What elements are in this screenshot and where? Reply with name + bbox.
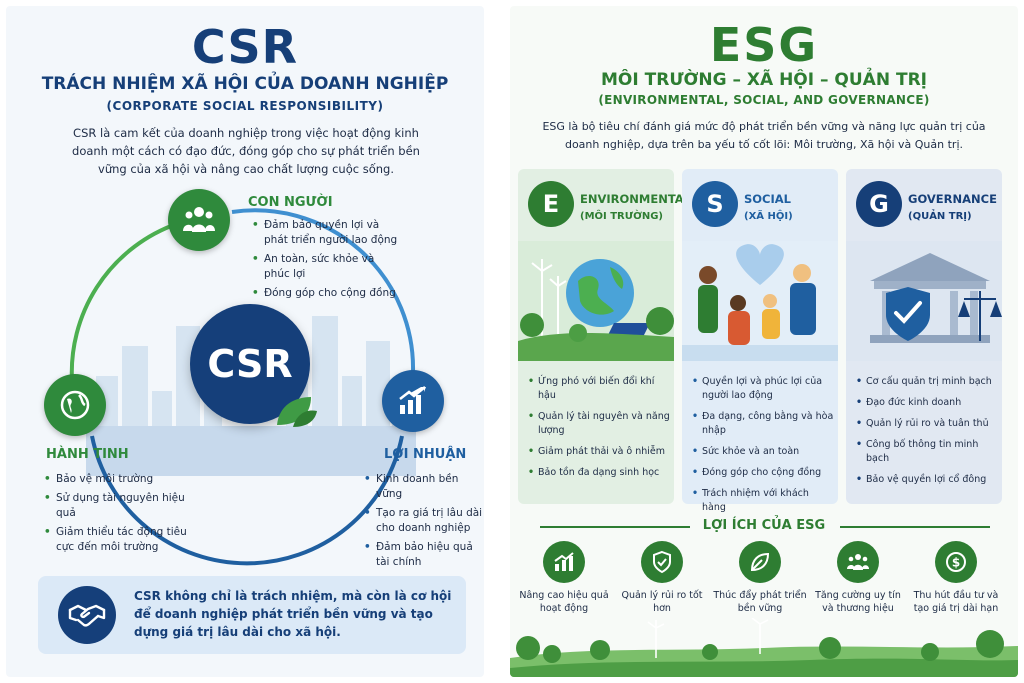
green-landscape-illustration — [510, 618, 1018, 677]
profit-list: Kinh doanh bền vững Tạo ra giá trị lâu d… — [364, 472, 484, 574]
list-item: Bảo vệ quyền lợi cổ đông — [856, 473, 998, 487]
profit-heading: LỢI NHUẬN — [384, 447, 467, 462]
pillar-social: S SOCIAL (XÃ HỘI) Quyền lợi và phúc lợi … — [682, 169, 838, 513]
pillar-environmental: E ENVIRONMENTAL (MÔI TRƯỜNG) — [518, 169, 692, 504]
esg-intro-text: ESG là bộ tiêu chí đánh giá mức độ phát … — [542, 120, 986, 151]
environmental-badge: E — [528, 181, 574, 227]
list-item: Quyền lợi và phúc lợi của người lao động — [692, 375, 834, 403]
list-item: Giảm thiểu tác động tiêu cực đến môi trư… — [44, 525, 194, 555]
leaf-icon — [739, 541, 781, 583]
benefit-item: Tăng cường uy tín và thương hiệu — [810, 541, 906, 615]
bar-chart-icon — [543, 541, 585, 583]
list-item: Tạo ra giá trị lâu dài cho doanh nghiệp — [364, 506, 484, 536]
list-item: Trách nhiệm với khách hàng — [692, 487, 834, 515]
governance-heading: GOVERNANCE (QUẢN TRỊ) — [908, 191, 1002, 225]
planet-heading: HÀNH TINH — [46, 447, 129, 462]
social-list: Quyền lợi và phúc lợi của người lao động… — [692, 375, 834, 522]
environmental-list: Ứng phó với biến đổi khí hậu Quản lý tài… — [528, 375, 670, 487]
pillar-name-vi: (QUẢN TRỊ) — [908, 211, 972, 222]
list-item: Đạo đức kinh doanh — [856, 396, 998, 410]
environmental-heading: ENVIRONMENTAL (MÔI TRƯỜNG) — [580, 191, 692, 225]
benefit-item: Nâng cao hiệu quả hoạt động — [516, 541, 612, 615]
csr-title: CSR — [191, 20, 299, 74]
people-icon — [837, 541, 879, 583]
list-item: Kinh doanh bền vững — [364, 472, 484, 502]
list-item: Ứng phó với biến đổi khí hậu — [528, 375, 670, 403]
svg-text:$: $ — [952, 556, 960, 570]
list-item: Sức khỏe và an toàn — [692, 445, 834, 459]
list-item: Bảo tồn đa dạng sinh học — [528, 466, 670, 480]
list-item: Bảo vệ môi trường — [44, 472, 194, 487]
courthouse-shield-illustration — [846, 241, 1002, 361]
people-heading: CON NGƯỜI — [248, 195, 333, 210]
csr-summary-box: CSR không chỉ là trách nhiệm, mà còn là … — [38, 576, 466, 654]
governance-list: Cơ cấu quản trị minh bạch Đạo đức kinh d… — [856, 375, 998, 494]
social-badge: S — [692, 181, 738, 227]
growth-chart-icon — [382, 370, 444, 432]
divider-line — [540, 526, 690, 528]
csr-panel: CSR TRÁCH NHIỆM XÃ HỘI CỦA DOANH NGHIỆP … — [6, 6, 484, 677]
people-list: Đảm bảo quyền lợi và phát triển người la… — [252, 218, 402, 305]
family-community-illustration — [682, 241, 838, 361]
benefit-label: Quản lý rủi ro tốt hơn — [621, 590, 703, 614]
leaf-icon — [277, 397, 317, 427]
esg-title: ESG — [709, 18, 819, 72]
pillar-name: GOVERNANCE — [908, 192, 997, 206]
social-heading: SOCIAL (XÃ HỘI) — [744, 191, 838, 225]
list-item: Đảm bảo hiệu quả tài chính — [364, 540, 484, 570]
list-item: Cơ cấu quản trị minh bạch — [856, 375, 998, 389]
list-item: Đa dạng, công bằng và hòa nhập — [692, 410, 834, 438]
csr-intro-text: CSR là cam kết của doanh nghiệp trong vi… — [72, 126, 420, 176]
list-item: Quản lý rủi ro và tuân thủ — [856, 417, 998, 431]
list-item: Giảm phát thải và ô nhiễm — [528, 445, 670, 459]
list-item: Quản lý tài nguyên và năng lượng — [528, 410, 670, 438]
benefit-label: Tăng cường uy tín và thương hiệu — [815, 590, 901, 614]
handshake-icon — [58, 586, 116, 644]
list-item: An toàn, sức khỏe và phúc lợi — [252, 252, 402, 282]
csr-subtitle: TRÁCH NHIỆM XÃ HỘI CỦA DOANH NGHIỆP — [41, 74, 449, 94]
benefit-item: Thúc đẩy phát triển bền vững — [712, 541, 808, 615]
governance-badge: G — [856, 181, 902, 227]
list-item: Sử dụng tài nguyên hiệu quả — [44, 491, 194, 521]
esg-panel: ESG MÔI TRƯỜNG – XÃ HỘI – QUẢN TRỊ (ENVI… — [510, 6, 1018, 677]
dollar-icon: $ — [935, 541, 977, 583]
divider-line — [840, 526, 990, 528]
list-item: Đóng góp cho cộng đồng — [252, 286, 402, 301]
csr-subtitle-english: (CORPORATE SOCIAL RESPONSIBILITY) — [106, 99, 384, 113]
pillar-name: SOCIAL — [744, 192, 792, 206]
pillar-governance: G GOVERNANCE (QUẢN TRỊ) — [846, 169, 1002, 504]
esg-subtitle: MÔI TRƯỜNG – XÃ HỘI – QUẢN TRỊ — [601, 70, 927, 90]
benefit-item: Quản lý rủi ro tốt hơn — [614, 541, 710, 615]
globe-icon — [44, 374, 106, 436]
esg-subtitle-english: (ENVIRONMENTAL, SOCIAL, AND GOVERNANCE) — [598, 93, 930, 107]
benefit-label: Nâng cao hiệu quả hoạt động — [519, 590, 609, 614]
pillar-name-vi: (MÔI TRƯỜNG) — [580, 211, 663, 222]
benefits-heading: LỢI ÍCH CỦA ESG — [702, 518, 826, 533]
csr-summary-text: CSR không chỉ là trách nhiệm, mà còn là … — [134, 589, 452, 639]
earth-landscape-illustration — [518, 241, 674, 361]
pillar-name: ENVIRONMENTAL — [580, 192, 692, 206]
planet-list: Bảo vệ môi trường Sử dụng tài nguyên hiệ… — [44, 472, 194, 559]
benefit-label: Thu hút đầu tư và tạo giá trị dài hạn — [913, 590, 999, 614]
benefit-label: Thúc đẩy phát triển bền vững — [713, 590, 807, 614]
shield-check-icon — [641, 541, 683, 583]
list-item: Công bố thông tin minh bạch — [856, 438, 998, 466]
pillar-name-vi: (XÃ HỘI) — [744, 211, 793, 222]
list-item: Đảm bảo quyền lợi và phát triển người la… — [252, 218, 402, 248]
people-icon — [168, 189, 230, 251]
benefit-item: $ Thu hút đầu tư và tạo giá trị dài hạn — [908, 541, 1004, 615]
list-item: Đóng góp cho cộng đồng — [692, 466, 834, 480]
